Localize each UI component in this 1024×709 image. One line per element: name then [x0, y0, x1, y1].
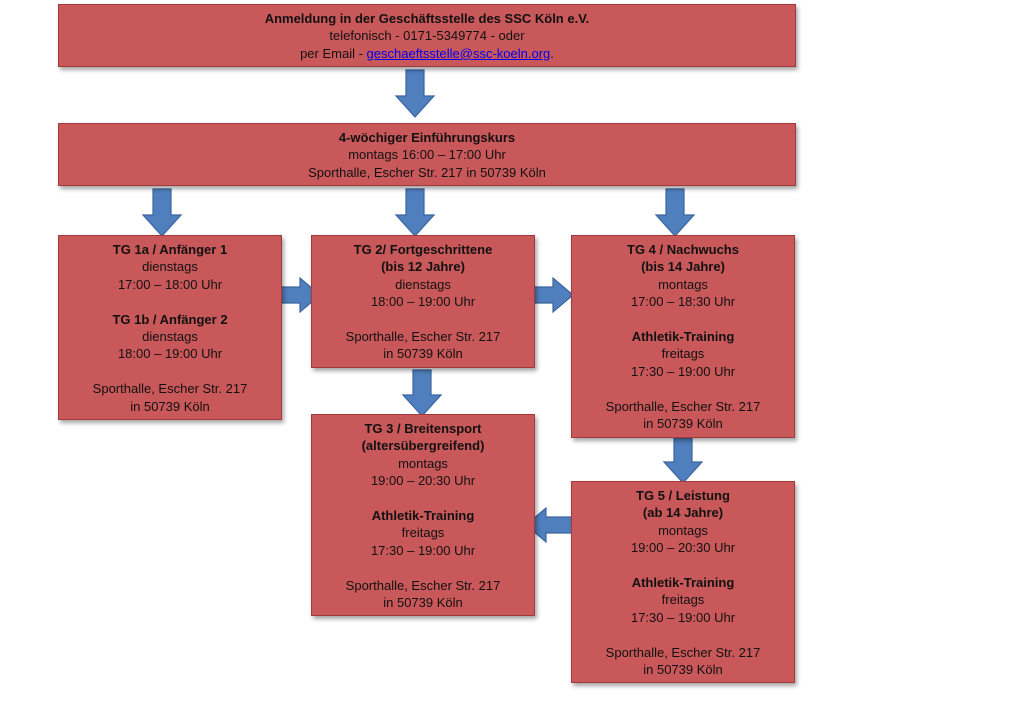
tg4-title: TG 4 / Nachwuchs	[627, 242, 739, 257]
tg3-day: montags	[398, 455, 448, 471]
tg3-location-city: in 50739 Köln	[383, 595, 463, 611]
tg4-box: TG 4 / Nachwuchs (bis 14 Jahre) montags …	[571, 235, 795, 438]
spacer	[312, 311, 534, 328]
arrow-down-registration-to-intro	[394, 69, 436, 118]
tg1a-day: dienstags	[142, 259, 198, 275]
tg1-location-city: in 50739 Köln	[130, 398, 210, 414]
arrow-down-intro-to-tg4	[654, 188, 696, 237]
tg5-location-street: Sporthalle, Escher Str. 217	[605, 644, 761, 660]
arrow-down-tg4-to-tg5	[662, 437, 704, 484]
tg3-age: (altersübergreifend)	[361, 438, 485, 454]
tg1b-day: dienstags	[142, 329, 198, 345]
tg1-location-street: Sporthalle, Escher Str. 217	[92, 381, 248, 397]
registration-box: Anmeldung in der Geschäftsstelle des SSC…	[58, 4, 796, 67]
tg5-athletic-time: 17:30 – 19:00 Uhr	[630, 609, 736, 625]
tg2-box: TG 2/ Fortgeschrittene (bis 12 Jahre) di…	[311, 235, 535, 368]
tg3-athletic-time: 17:30 – 19:00 Uhr	[370, 542, 476, 558]
registration-email-suffix: .	[550, 45, 554, 61]
spacer	[312, 490, 534, 507]
tg4-location-street: Sporthalle, Escher Str. 217	[605, 398, 761, 414]
spacer	[572, 557, 794, 574]
intro-course-title: 4-wöchiger Einführungskurs	[338, 130, 516, 145]
tg2-age: (bis 12 Jahre)	[381, 259, 465, 275]
tg3-location-street: Sporthalle, Escher Str. 217	[345, 577, 501, 593]
tg1b-time: 18:00 – 19:00 Uhr	[117, 346, 223, 362]
tg1b-title: TG 1b / Anfänger 2	[112, 311, 228, 327]
tg5-time: 19:00 – 20:30 Uhr	[630, 540, 736, 556]
tg4-time: 17:00 – 18:30 Uhr	[630, 294, 736, 310]
tg2-location-city: in 50739 Köln	[383, 346, 463, 362]
tg4-day: montags	[658, 276, 708, 292]
tg5-athletic-day: freitags	[661, 592, 705, 608]
tg2-location-street: Sporthalle, Escher Str. 217	[345, 329, 501, 345]
registration-email-link[interactable]: geschaeftsstelle@ssc-koeln.org	[366, 45, 551, 61]
tg5-title: TG 5 / Leistung	[636, 488, 730, 503]
arrow-down-intro-to-tg1	[141, 188, 183, 237]
tg4-location-city: in 50739 Köln	[643, 416, 723, 432]
spacer	[572, 626, 794, 643]
tg5-box: TG 5 / Leistung (ab 14 Jahre) montags 19…	[571, 481, 795, 683]
intro-course-location: Sporthalle, Escher Str. 217 in 50739 Köl…	[308, 164, 546, 180]
arrow-down-intro-to-tg2	[394, 188, 436, 237]
tg3-time: 19:00 – 20:30 Uhr	[370, 473, 476, 489]
tg5-day: montags	[658, 522, 708, 538]
tg3-title: TG 3 / Breitensport	[364, 421, 482, 436]
spacer	[572, 311, 794, 328]
tg2-time: 18:00 – 19:00 Uhr	[370, 294, 476, 310]
intro-course-box: 4-wöchiger Einführungskurs montags 16:00…	[58, 123, 796, 186]
arrow-left-tg5-to-tg3	[525, 506, 573, 544]
tg3-athletic-title: Athletik-Training	[371, 508, 475, 524]
arrow-down-tg2-to-tg3	[401, 369, 443, 417]
spacer	[312, 559, 534, 576]
tg5-location-city: in 50739 Köln	[643, 662, 723, 678]
tg4-athletic-title: Athletik-Training	[631, 329, 735, 345]
tg4-athletic-day: freitags	[661, 346, 705, 362]
tg3-athletic-day: freitags	[401, 525, 445, 541]
tg1a-title: TG 1a / Anfänger 1	[112, 242, 228, 257]
tg5-athletic-title: Athletik-Training	[631, 575, 735, 591]
registration-email-line: per Email - geschaeftsstelle@ssc-koeln.o…	[59, 45, 795, 62]
tg2-title: TG 2/ Fortgeschrittene	[353, 242, 493, 257]
registration-phone: telefonisch - 0171-5349774 - oder	[329, 28, 525, 44]
tg5-age: (ab 14 Jahre)	[642, 505, 724, 521]
spacer	[59, 293, 281, 310]
registration-title: Anmeldung in der Geschäftsstelle des SSC…	[264, 11, 590, 26]
tg1-box: TG 1a / Anfänger 1 dienstags 17:00 – 18:…	[58, 235, 282, 420]
tg4-age: (bis 14 Jahre)	[641, 259, 725, 275]
registration-email-prefix: per Email -	[300, 45, 367, 61]
tg2-day: dienstags	[395, 276, 451, 292]
tg1a-time: 17:00 – 18:00 Uhr	[117, 276, 223, 292]
spacer	[572, 380, 794, 397]
tg3-box: TG 3 / Breitensport (altersübergreifend)…	[311, 414, 535, 616]
tg4-athletic-time: 17:30 – 19:00 Uhr	[630, 363, 736, 379]
intro-course-schedule: montags 16:00 – 17:00 Uhr	[348, 147, 506, 163]
spacer	[59, 363, 281, 380]
